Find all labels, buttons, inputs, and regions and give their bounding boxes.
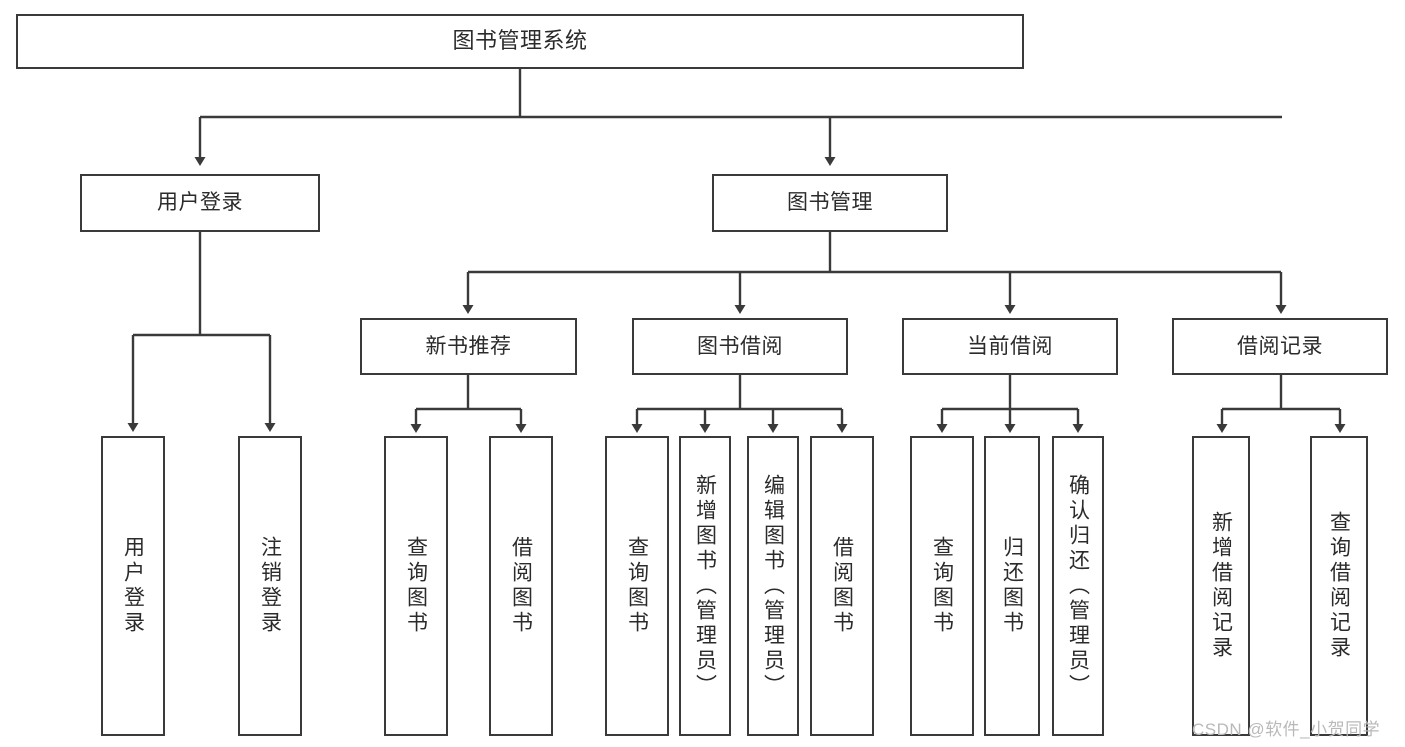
node-book-borrow-label: 图书借阅 — [697, 334, 783, 358]
node-new-book-rec[interactable]: 新书推荐 — [360, 318, 577, 375]
node-root-label: 图书管理系统 — [452, 28, 588, 54]
node-leaf-query-book-2-label: 查询图书 — [625, 536, 649, 636]
node-leaf-borrow-book-2[interactable]: 借阅图书 — [810, 436, 874, 736]
node-current-borrow[interactable]: 当前借阅 — [902, 318, 1118, 375]
node-leaf-add-record-label: 新增借阅记录 — [1209, 511, 1233, 661]
node-leaf-query-book-1[interactable]: 查询图书 — [384, 436, 448, 736]
node-leaf-query-record[interactable]: 查询借阅记录 — [1310, 436, 1368, 736]
node-leaf-add-record[interactable]: 新增借阅记录 — [1192, 436, 1250, 736]
node-leaf-user-login[interactable]: 用户登录 — [101, 436, 165, 736]
node-leaf-logout[interactable]: 注销登录 — [238, 436, 302, 736]
node-borrow-record[interactable]: 借阅记录 — [1172, 318, 1388, 375]
node-book-borrow[interactable]: 图书借阅 — [632, 318, 848, 375]
node-leaf-return-book[interactable]: 归还图书 — [984, 436, 1040, 736]
node-leaf-query-book-3-label: 查询图书 — [930, 536, 954, 636]
node-leaf-borrow-book-1[interactable]: 借阅图书 — [489, 436, 553, 736]
node-leaf-edit-book-label: 编辑图书（管理员） — [761, 473, 785, 699]
node-leaf-query-book-3[interactable]: 查询图书 — [910, 436, 974, 736]
node-leaf-confirm-return-label: 确认归还（管理员） — [1066, 473, 1090, 699]
node-book-manage-label: 图书管理 — [787, 191, 873, 215]
node-leaf-confirm-return[interactable]: 确认归还（管理员） — [1052, 436, 1104, 736]
node-leaf-return-book-label: 归还图书 — [1000, 536, 1024, 636]
csdn-watermark: CSDN @软件_小贺同学 — [1192, 720, 1381, 739]
node-user-login-label: 用户登录 — [157, 191, 243, 215]
node-leaf-query-book-1-label: 查询图书 — [404, 536, 428, 636]
node-user-login[interactable]: 用户登录 — [80, 174, 320, 232]
node-book-manage[interactable]: 图书管理 — [712, 174, 948, 232]
node-current-borrow-label: 当前借阅 — [967, 334, 1053, 358]
node-leaf-user-login-label: 用户登录 — [121, 536, 145, 636]
node-leaf-add-book[interactable]: 新增图书（管理员） — [679, 436, 731, 736]
node-borrow-record-label: 借阅记录 — [1237, 334, 1323, 358]
node-leaf-logout-label: 注销登录 — [258, 536, 282, 636]
node-root[interactable]: 图书管理系统 — [16, 14, 1024, 69]
node-new-book-rec-label: 新书推荐 — [425, 334, 512, 358]
node-leaf-edit-book[interactable]: 编辑图书（管理员） — [747, 436, 799, 736]
node-leaf-borrow-book-2-label: 借阅图书 — [830, 536, 854, 636]
node-leaf-query-record-label: 查询借阅记录 — [1327, 511, 1351, 661]
node-leaf-query-book-2[interactable]: 查询图书 — [605, 436, 669, 736]
node-leaf-add-book-label: 新增图书（管理员） — [693, 473, 717, 699]
node-leaf-borrow-book-1-label: 借阅图书 — [509, 536, 533, 636]
